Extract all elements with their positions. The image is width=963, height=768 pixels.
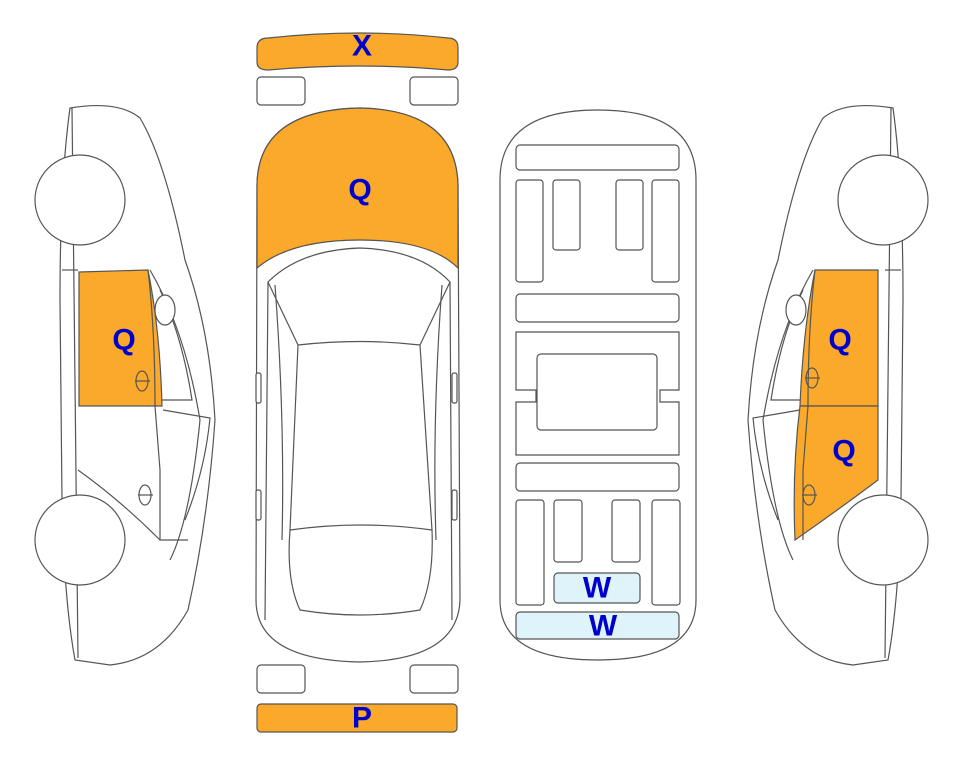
floor-panel-lower-code: W (589, 610, 618, 643)
front-right-headlight (409, 76, 459, 106)
left-mirror (154, 294, 176, 326)
floor-view: W W (499, 109, 697, 661)
left-rear-door-handle-icon (138, 484, 153, 506)
right-mirror (785, 294, 807, 326)
front-left-headlight (256, 76, 306, 106)
left-door-gap (77, 469, 188, 541)
left-front-door-panel (78, 269, 163, 407)
rear-bumper-panel (256, 703, 458, 733)
hood-panel (256, 107, 459, 270)
roof-outline (289, 344, 433, 531)
rear-right-taillight (409, 664, 459, 694)
floor-panel-upper-code: W (583, 572, 612, 605)
rear-left-taillight (256, 664, 306, 694)
floor-panel-lower (515, 611, 680, 640)
right-front-door-code: Q (828, 324, 851, 357)
left-front-door-handle-icon (135, 370, 150, 392)
rear-bumper-code: P (352, 702, 372, 735)
top-view: X Q P (255, 30, 461, 735)
front-bumper-code: X (352, 30, 372, 63)
front-bumper-panel (256, 32, 459, 71)
right-front-wheel (837, 154, 929, 246)
floor-panel-upper (553, 572, 641, 604)
left-front-wheel (34, 154, 126, 246)
left-rear-window-line (162, 409, 211, 521)
right-front-door-handle-icon (805, 367, 820, 389)
left-front-door-code: Q (112, 324, 135, 357)
right-rear-door-code: Q (832, 435, 855, 468)
rear-window (288, 529, 433, 616)
right-side-view: Q Q (747, 104, 929, 666)
right-rear-door-handle-icon (802, 484, 817, 506)
hood-code: Q (348, 174, 371, 207)
windshield (267, 247, 451, 346)
left-side-view: Q (34, 104, 216, 666)
left-rear-wheel (34, 494, 126, 586)
right-rear-wheel (837, 494, 929, 586)
right-rear-door-panel (793, 405, 879, 542)
